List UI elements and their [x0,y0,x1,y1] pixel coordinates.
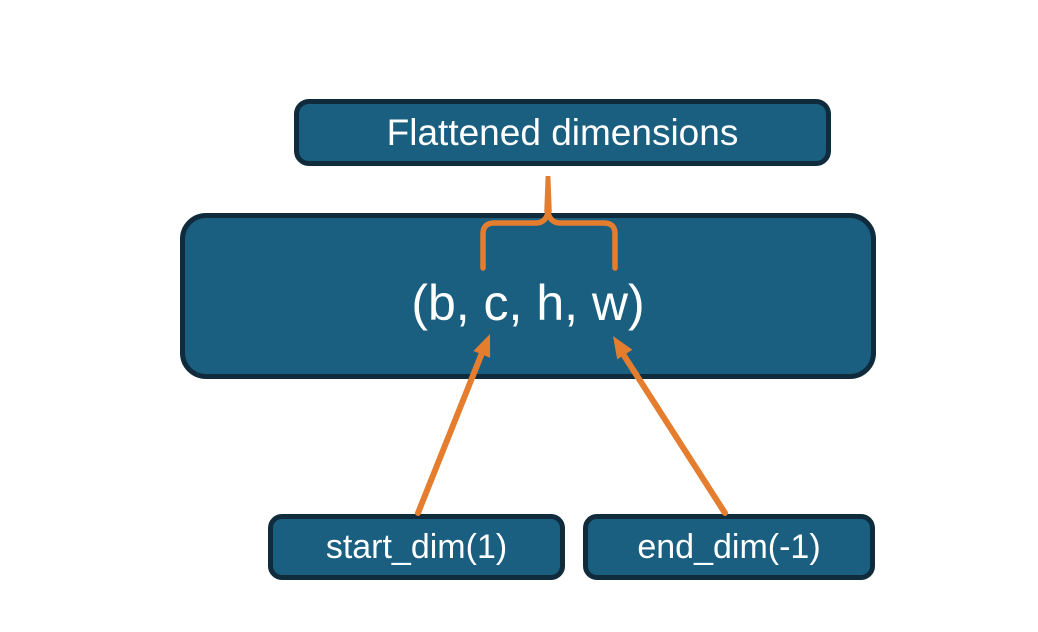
start-dim-box: start_dim(1) [268,514,565,580]
flattened-dimensions-label: Flattened dimensions [386,111,739,153]
start-dim-label: start_dim(1) [325,527,508,566]
brace-stem [544,176,552,216]
tensor-shape-label: (b, c, h, w) [411,275,645,331]
end-dim-box: end_dim(-1) [583,514,875,580]
tensor-shape-box: (b, c, h, w) [180,213,876,379]
end-dim-label: end_dim(-1) [637,527,821,566]
flattened-dimensions-box: Flattened dimensions [294,99,831,166]
